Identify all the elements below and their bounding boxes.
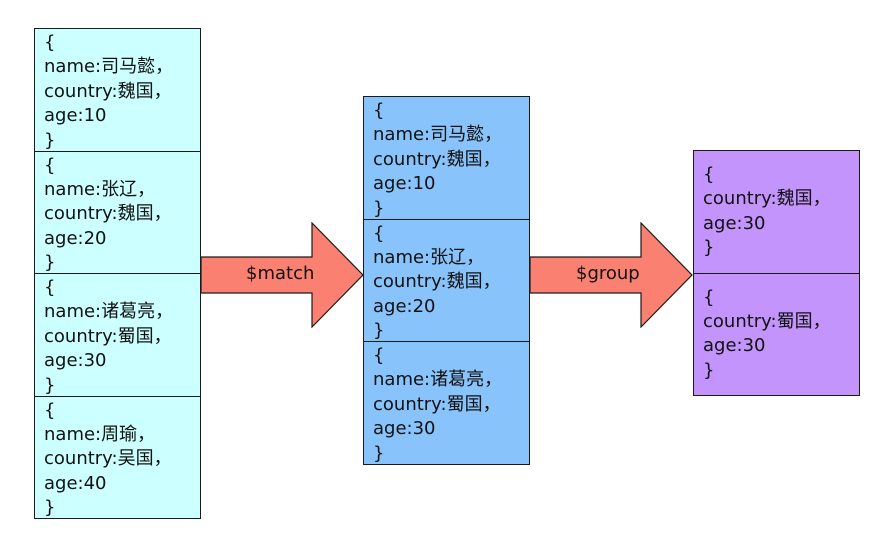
doc-close-brace: } — [44, 497, 56, 519]
doc-open-brace: { — [44, 32, 56, 53]
doc-name: name:诸葛亮， — [44, 301, 174, 323]
doc-country: country:吴国， — [44, 448, 172, 470]
match-doc: { name:诸葛亮， country:蜀国， age:30 } — [364, 342, 529, 465]
source-doc: { name:张辽， country:魏国， age:20 } — [35, 152, 200, 274]
doc-open-brace: { — [373, 222, 385, 244]
source-collection: { name:司马懿， country:魏国， age:10 } { name:… — [34, 28, 201, 519]
doc-country: country:蜀国， — [44, 325, 172, 347]
doc-name: name:诸葛亮， — [373, 369, 503, 391]
doc-name: name:周瑜， — [44, 423, 156, 445]
match-arrow — [201, 222, 364, 328]
group-label: $group — [576, 263, 640, 284]
doc-age: age:20 — [44, 227, 107, 249]
doc-name: name:张辽， — [373, 246, 485, 268]
doc-name: name:司马懿， — [373, 124, 503, 146]
doc-open-brace: { — [703, 164, 715, 185]
doc-country: country:魏国， — [373, 271, 501, 293]
doc-close-brace: } — [373, 442, 385, 464]
doc-age: age:10 — [373, 173, 436, 195]
doc-age: age:30 — [44, 350, 107, 372]
doc-age: age:40 — [44, 472, 107, 494]
doc-open-brace: { — [44, 154, 56, 176]
source-doc: { name:周瑜， country:吴国， age:40 } — [35, 397, 200, 519]
doc-country: country:魏国， — [373, 148, 501, 170]
doc-open-brace: { — [703, 286, 715, 308]
doc-age: age:10 — [44, 105, 107, 127]
doc-age: age:30 — [703, 212, 766, 234]
doc-name: name:司马懿， — [44, 56, 174, 78]
doc-close-brace: } — [44, 374, 56, 396]
doc-open-brace: { — [44, 399, 56, 421]
doc-close-brace: } — [703, 359, 715, 381]
doc-open-brace: { — [373, 345, 385, 366]
doc-age: age:30 — [703, 335, 766, 357]
group-doc: { country:蜀国， age:30 } — [694, 274, 859, 396]
source-doc: { name:司马懿， country:魏国， age:10 } — [35, 29, 200, 152]
doc-country: country:蜀国， — [373, 393, 501, 415]
match-doc: { name:张辽， country:魏国， age:20 } — [364, 220, 529, 342]
doc-close-brace: } — [44, 129, 56, 151]
match-label: $match — [246, 263, 315, 284]
match-doc: { name:司马懿， country:魏国， age:10 } — [364, 97, 529, 220]
group-arrow — [530, 222, 693, 328]
group-result-collection: { country:魏国， age:30 } { country:蜀国， age… — [693, 150, 860, 396]
doc-name: name:张辽， — [44, 178, 156, 200]
doc-open-brace: { — [44, 277, 56, 298]
doc-open-brace: { — [373, 100, 385, 121]
source-doc: { name:诸葛亮， country:蜀国， age:30 } — [35, 274, 200, 397]
doc-age: age:20 — [373, 295, 436, 317]
doc-close-brace: } — [373, 197, 385, 219]
doc-close-brace: } — [373, 320, 385, 342]
doc-country: country:魏国， — [703, 188, 831, 210]
doc-close-brace: } — [703, 237, 715, 259]
group-doc: { country:魏国， age:30 } — [694, 151, 859, 274]
doc-close-brace: } — [44, 252, 56, 274]
doc-country: country:蜀国， — [703, 310, 831, 332]
doc-country: country:魏国， — [44, 80, 172, 102]
match-result-collection: { name:司马懿， country:魏国， age:10 } { name:… — [363, 96, 530, 465]
doc-age: age:30 — [373, 418, 436, 440]
doc-country: country:魏国， — [44, 203, 172, 225]
